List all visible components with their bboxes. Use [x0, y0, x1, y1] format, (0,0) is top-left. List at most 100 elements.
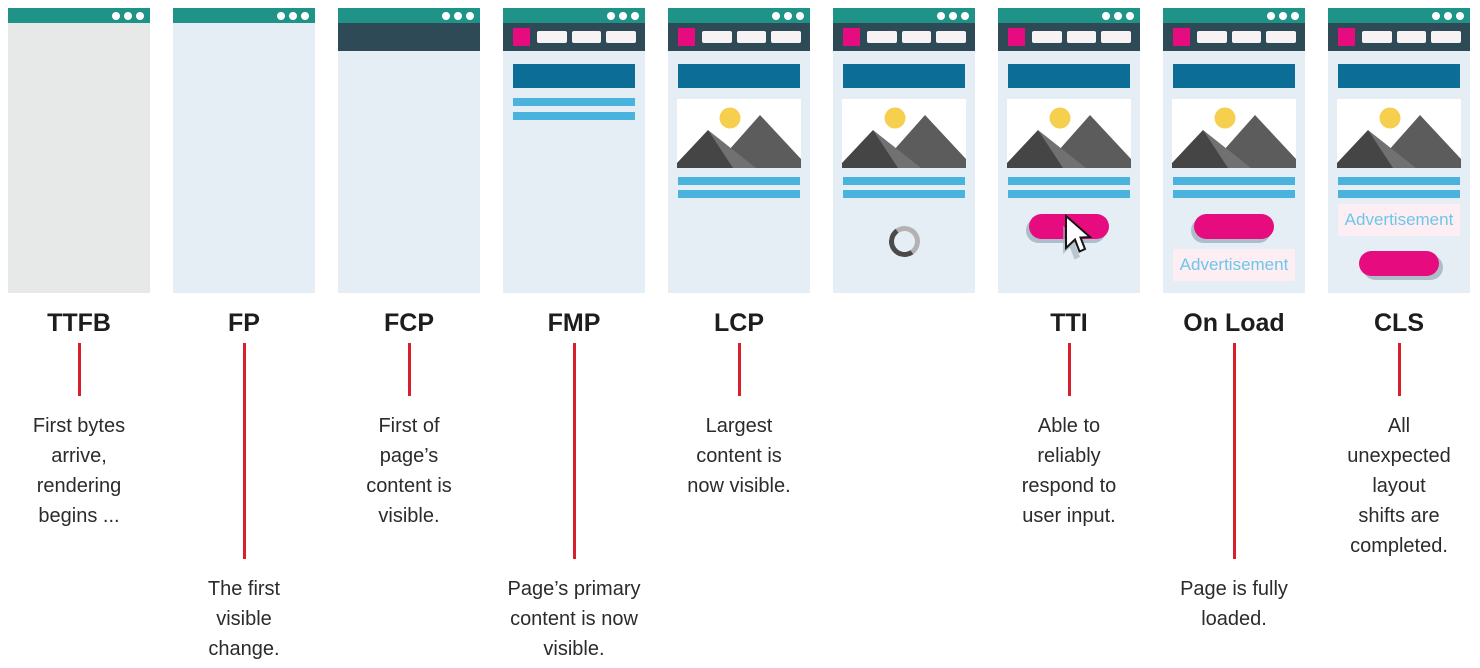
nav-menu-item — [1266, 31, 1297, 43]
nav-menu-item — [1066, 31, 1097, 43]
metric-description-fp: The first visible change. — [207, 578, 281, 660]
nav-menu-item — [1197, 31, 1227, 43]
column-cls: Advertisement CLS All unexpected layout … — [1328, 8, 1470, 664]
window-dot-icon — [1126, 11, 1134, 20]
hero-image — [677, 99, 801, 168]
timeline-tick-cls — [1397, 343, 1401, 396]
site-navbar — [503, 23, 645, 51]
text-line — [1008, 177, 1130, 185]
text-line — [1338, 177, 1460, 185]
site-logo — [1338, 28, 1356, 46]
site-logo — [843, 28, 861, 46]
timeline-tick-fmp — [572, 343, 576, 559]
heading-bar — [1173, 64, 1295, 88]
metric-description-fcp: First of page’s content is visible. — [366, 415, 452, 527]
timeline-tick-tti — [1067, 343, 1071, 396]
window-dot-icon — [124, 11, 132, 20]
browser-mockup-cls: Advertisement — [1328, 8, 1470, 293]
text-line — [513, 98, 635, 106]
metric-label-lcp: LCP — [714, 309, 764, 337]
browser-mockup-loading — [833, 8, 975, 293]
window-dot-icon — [631, 11, 639, 20]
browser-mockup-onload: Advertisement — [1163, 8, 1305, 293]
column-fmp: FMP Page’s primary content is now visibl… — [503, 8, 645, 664]
page-body-blank — [338, 51, 480, 293]
page-body — [833, 51, 975, 293]
window-dot-icon — [1444, 11, 1452, 20]
sun-and-mountains-icon — [842, 107, 966, 168]
sun-and-mountains-icon — [1337, 107, 1461, 168]
loading-spinner-icon — [886, 223, 922, 260]
browser-mockup-fcp — [338, 8, 480, 293]
ad-box: Advertisement — [1338, 204, 1460, 236]
window-titlebar — [998, 8, 1140, 23]
column-onload: Advertisement On Load Page is fully load… — [1163, 8, 1305, 664]
metric-description-cls: All unexpected layout shifts are complet… — [1347, 415, 1451, 557]
timeline-tick-fcp — [407, 343, 411, 396]
browser-mockup-tti — [998, 8, 1140, 293]
hero-image — [1172, 99, 1296, 168]
window-dot-icon — [1279, 11, 1287, 20]
cta-button — [1359, 251, 1439, 276]
heading-bar — [678, 64, 800, 88]
ad-label: Advertisement — [1344, 210, 1454, 229]
nav-menu-item — [571, 31, 602, 43]
window-dot-icon — [301, 11, 309, 20]
site-navbar — [1163, 23, 1305, 51]
window-titlebar — [173, 8, 315, 23]
page-body: Advertisement — [1163, 51, 1305, 293]
nav-menu-item — [867, 31, 897, 43]
sun-and-mountains-icon — [677, 107, 801, 168]
heading-bar — [513, 64, 635, 88]
cta-button — [1194, 214, 1274, 239]
window-dot-icon — [796, 11, 804, 20]
metric-label-fmp: FMP — [547, 309, 601, 337]
window-titlebar — [503, 8, 645, 23]
browser-mockup-fmp — [503, 8, 645, 293]
site-navbar — [833, 23, 975, 51]
metric-description-tti: Able to reliably respond to user input. — [1021, 415, 1117, 527]
text-line — [678, 190, 800, 198]
heading-bar — [1008, 64, 1130, 88]
nav-menu-item — [1101, 31, 1132, 43]
column-lcp: LCP Largest content is now visible. — [668, 8, 810, 664]
window-dot-icon — [1432, 11, 1440, 20]
page-body: Advertisement — [1328, 51, 1470, 293]
hero-image — [1337, 99, 1461, 168]
sun-and-mountains-icon — [1007, 107, 1131, 168]
timeline-tick-ttfb — [77, 343, 81, 396]
window-dot-icon — [442, 11, 450, 20]
site-navbar — [998, 23, 1140, 51]
page-body — [998, 51, 1140, 293]
ad-label: Advertisement — [1179, 255, 1289, 274]
nav-menu-item — [901, 31, 932, 43]
window-dot-icon — [136, 11, 144, 20]
nav-menu-item — [1231, 31, 1262, 43]
window-dot-icon — [1291, 11, 1299, 20]
site-logo — [513, 28, 531, 46]
metric-label-ttfb: TTFB — [47, 309, 111, 337]
window-dot-icon — [1456, 11, 1464, 20]
window-dot-icon — [289, 11, 297, 20]
sun-and-mountains-icon — [1172, 107, 1296, 168]
site-navbar — [668, 23, 810, 51]
metric-description-onload: Page is fully loaded. — [1180, 578, 1288, 630]
window-dot-icon — [937, 11, 945, 20]
timeline-tick-lcp — [737, 343, 741, 396]
browser-mockup-fp — [173, 8, 315, 293]
browser-mockup-ttfb — [8, 8, 150, 293]
metric-label-tti: TTI — [1050, 309, 1088, 337]
nav-menu-item — [606, 31, 637, 43]
hero-image — [842, 99, 966, 168]
text-line — [843, 177, 965, 185]
text-line — [513, 112, 635, 120]
window-titlebar — [338, 8, 480, 23]
nav-menu-item — [736, 31, 767, 43]
column-loading — [833, 8, 975, 664]
page-body-blank — [8, 23, 150, 293]
text-line — [843, 190, 965, 198]
hero-image — [1007, 99, 1131, 168]
text-line — [1173, 190, 1295, 198]
